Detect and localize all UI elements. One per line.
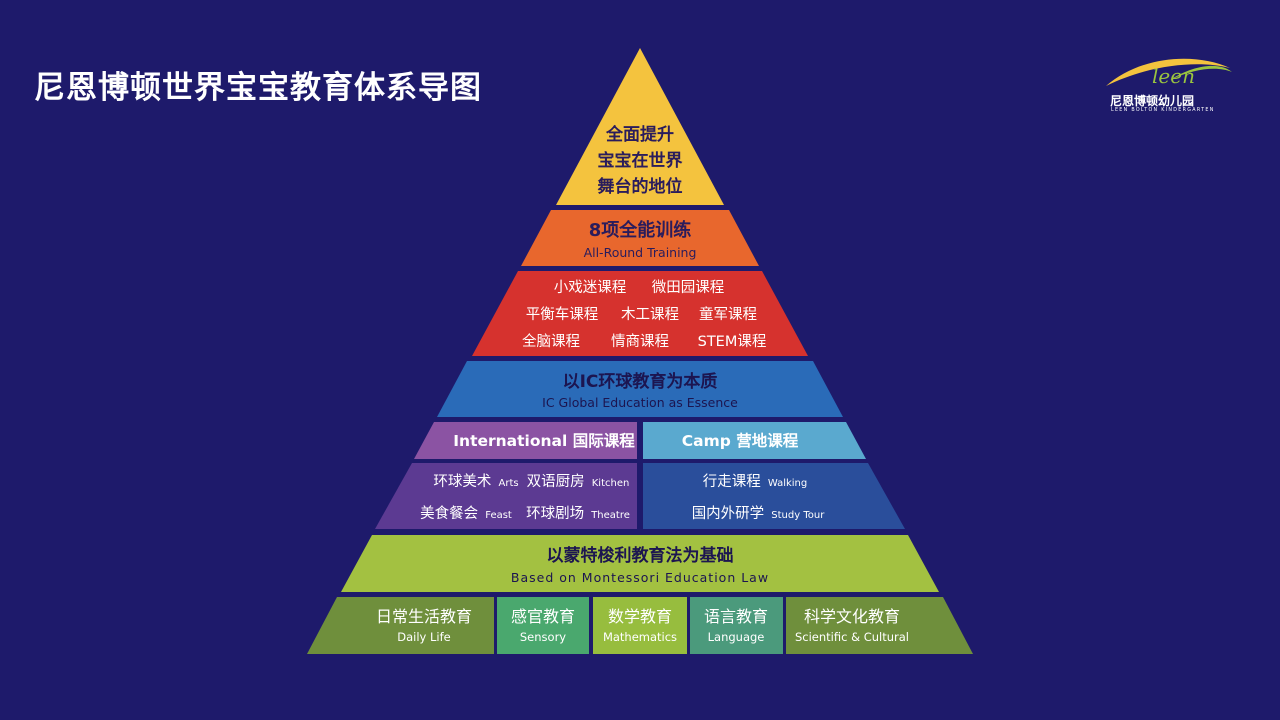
course-stem: STEM课程 xyxy=(698,333,767,350)
base-mathematics-en: Mathematics xyxy=(603,630,677,644)
logo-mark: leen xyxy=(1152,64,1195,88)
intl-item-arts: 环球美术 Arts xyxy=(433,471,518,490)
ic-subtitle: IC Global Education as Essence xyxy=(542,395,738,410)
international-body xyxy=(375,463,637,529)
base-sensory xyxy=(497,597,589,654)
course-scouts: 童军课程 xyxy=(699,305,757,323)
ic-title: 以IC环球教育为本质 xyxy=(563,371,718,392)
international-header xyxy=(414,422,637,459)
course-whole-brain: 全脑课程 xyxy=(522,332,580,350)
base-language-cn: 语言教育 xyxy=(704,607,768,626)
ic-tier xyxy=(437,361,843,417)
training-subtitle: All-Round Training xyxy=(584,245,697,260)
camp-header xyxy=(643,422,866,459)
camp-header-label: Camp 营地课程 xyxy=(682,431,799,450)
base-scientific-cultural-cn: 科学文化教育 xyxy=(804,607,900,626)
camp-body xyxy=(643,463,905,529)
base-scientific-cultural xyxy=(786,597,973,654)
base-daily-life xyxy=(307,597,494,654)
courses-tier xyxy=(472,271,808,356)
international-header-label: International 国际课程 xyxy=(453,432,635,450)
base-scientific-cultural-en: Scientific & Cultural xyxy=(795,630,909,644)
camp-item-study-tour: 国内外研学 Study Tour xyxy=(692,503,826,522)
base-daily-life-cn: 日常生活教育 xyxy=(376,607,472,626)
intl-item-feast: 美食餐会 Feast xyxy=(420,503,512,522)
montessori-tier xyxy=(341,535,939,592)
intl-item-theatre: 环球剧场 Theatre xyxy=(526,503,630,522)
camp-item-walking: 行走课程 Walking xyxy=(703,471,808,490)
base-language-en: Language xyxy=(708,630,765,644)
logo-swoosh-accent xyxy=(1170,65,1232,80)
training-tier xyxy=(521,210,759,266)
apex-line-2: 宝宝在世界 xyxy=(598,150,683,171)
logo-name-en: LEEN BOLTON KINDERGARTEN xyxy=(1111,108,1215,113)
base-mathematics-cn: 数学教育 xyxy=(608,607,672,626)
base-sensory-en: Sensory xyxy=(520,630,566,644)
course-xiaoximi: 小戏迷课程 xyxy=(554,279,627,296)
montessori-title: 以蒙特梭利教育法为基础 xyxy=(547,545,734,566)
logo-name-cn: 尼恩博顿幼儿园 xyxy=(1110,94,1195,108)
page-title: 尼恩博顿世界宝宝教育体系导图 xyxy=(34,70,482,106)
base-daily-life-en: Daily Life xyxy=(397,630,450,644)
course-balance-bike: 平衡车课程 xyxy=(526,306,599,323)
montessori-subtitle: Based on Montessori Education Law xyxy=(511,570,769,585)
base-language xyxy=(690,597,783,654)
course-weitianyuan: 微田园课程 xyxy=(652,279,725,296)
course-eq: 情商课程 xyxy=(611,333,669,350)
training-title: 8项全能训练 xyxy=(589,219,692,241)
intl-item-kitchen: 双语厨房 Kitchen xyxy=(527,471,630,490)
leen-logo-icon: leen xyxy=(1106,58,1232,88)
apex-line-1: 全面提升 xyxy=(605,124,674,145)
base-sensory-cn: 感官教育 xyxy=(511,607,575,626)
apex-tier xyxy=(556,48,724,205)
logo-swoosh xyxy=(1106,58,1230,86)
apex-line-3: 舞台的地位 xyxy=(598,176,683,197)
base-mathematics xyxy=(593,597,687,654)
course-woodwork: 木工课程 xyxy=(621,306,679,323)
